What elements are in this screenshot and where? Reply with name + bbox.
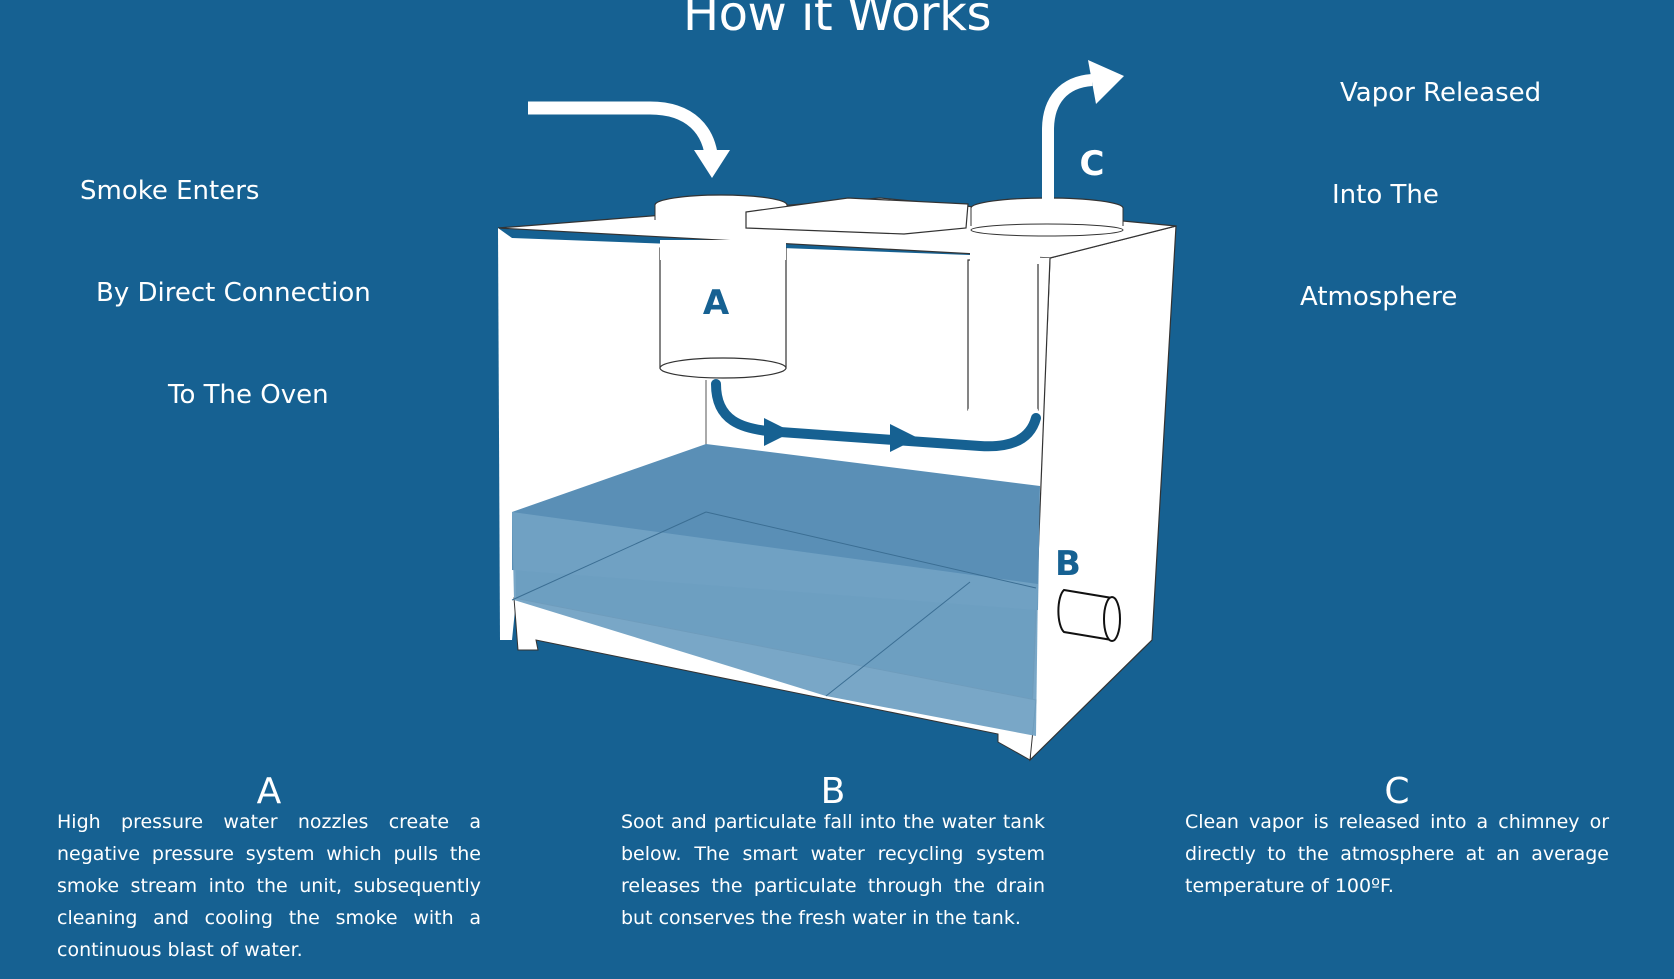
drain-outlet-b — [1057, 588, 1121, 642]
tank-edge — [705, 511, 1037, 589]
water-tank — [511, 444, 1040, 736]
callout-line: Into The — [1332, 180, 1439, 210]
vapor-released-callout: Vapor Released Into The Atmosphere — [1300, 8, 1541, 348]
flow-arrowhead — [764, 418, 792, 446]
step-description: High pressure water nozzles create a neg… — [57, 811, 481, 961]
callout-line: Vapor Released — [1340, 78, 1542, 108]
inlet-arrowhead — [694, 150, 730, 178]
callout-line: Atmosphere — [1300, 282, 1458, 312]
step-description: Clean vapor is released into a chimney o… — [1185, 811, 1609, 897]
vapor-outlet-arrow — [1042, 60, 1124, 205]
callout-line: By Direct Connection — [96, 278, 371, 308]
outlet-arrowhead — [1088, 60, 1124, 104]
cabinet-front-left-post — [498, 228, 516, 640]
tank-edge — [511, 511, 707, 601]
step-a: A High pressure water nozzles create a n… — [57, 772, 481, 966]
flow-arrowhead — [890, 424, 918, 452]
callout-line: Smoke Enters — [80, 176, 260, 206]
step-letter: B — [820, 771, 846, 812]
step-letter: C — [1384, 771, 1410, 812]
cabinet-side-panel — [1029, 225, 1177, 762]
step-letter: A — [256, 771, 282, 812]
smoke-enters-callout: Smoke Enters By Direct Connection To The… — [80, 106, 371, 446]
tank-edge — [825, 581, 971, 697]
step-description: Soot and particulate fall into the water… — [621, 811, 1045, 929]
page-title: How it Works — [683, 0, 991, 42]
diagram-label-a: A — [703, 283, 730, 323]
callout-line: To The Oven — [168, 380, 329, 410]
diagram-label-c: C — [1080, 144, 1105, 184]
outlet-chimney-c — [967, 197, 1124, 418]
access-lid — [745, 197, 969, 235]
inlet-nozzle-a — [654, 194, 788, 379]
diagram-label-b: B — [1055, 544, 1081, 584]
step-b: B Soot and particulate fall into the wat… — [621, 772, 1045, 934]
step-c: C Clean vapor is released into a chimney… — [1185, 772, 1609, 902]
internal-flow-arrow — [711, 379, 1041, 452]
water-front — [512, 512, 1038, 736]
smoke-inlet-arrow — [528, 101, 730, 178]
